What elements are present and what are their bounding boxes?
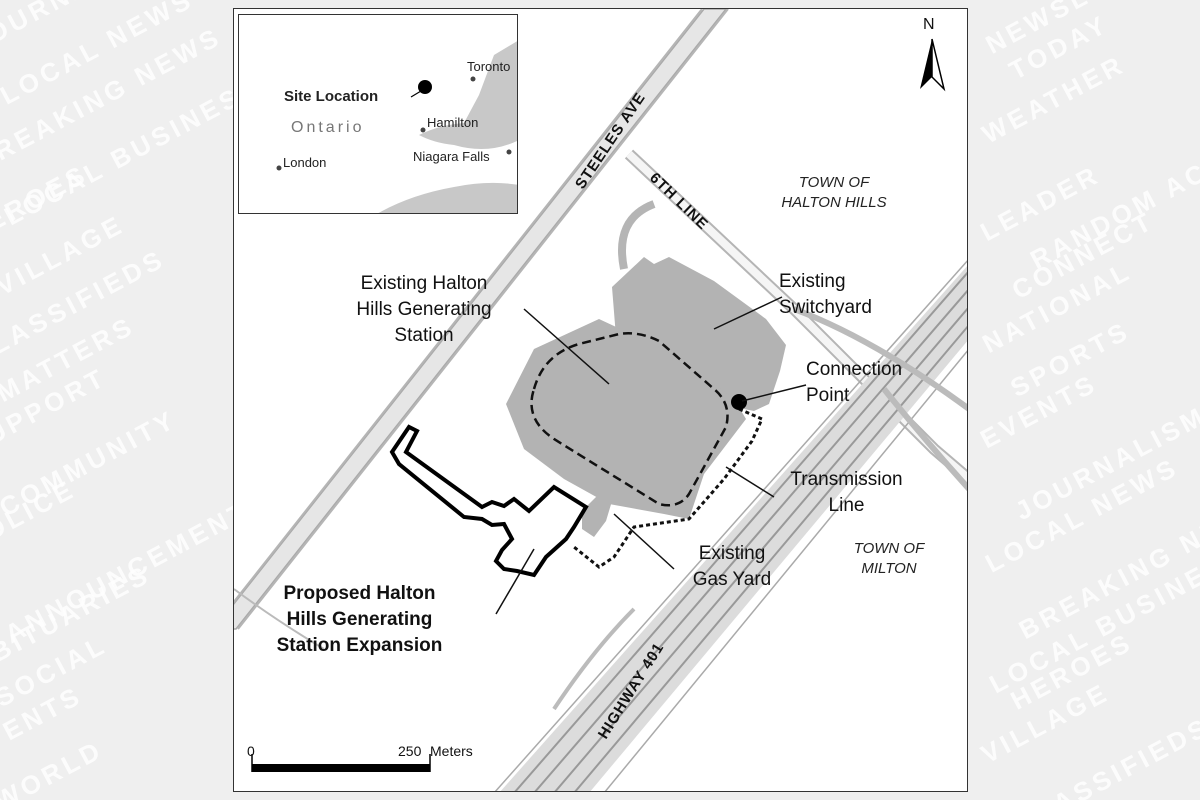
site-location-leader (410, 90, 422, 98)
proposed-line-2: Hills Generating (286, 609, 433, 630)
ramp-3 (552, 607, 636, 711)
niagara-dot (506, 149, 512, 155)
hamilton-label: Hamilton (427, 115, 479, 130)
scale-zero-label: 0 (247, 743, 255, 759)
proposed-expansion-boundary (389, 424, 589, 578)
london-label: London (283, 155, 327, 170)
north-arrow-right (931, 38, 946, 92)
halton-hills-line-1: TOWN OF (798, 174, 870, 191)
transmission-line-1: Transmission (790, 469, 903, 490)
leader-proposed (495, 548, 535, 615)
highway-401 (500, 266, 967, 791)
proposed-line-3: Station Expansion (276, 635, 443, 656)
inset-locator-map: Site Location Ontario Toronto Hamilton L… (238, 14, 518, 214)
existing-generating-station (506, 319, 746, 519)
ontario-label: Ontario (291, 119, 365, 136)
existing-station-line-3: Station (394, 325, 454, 346)
existing-station-boundary (530, 332, 729, 507)
london-dot (276, 165, 282, 171)
transmission-line-2: Line (828, 495, 865, 516)
sixth-line-road-inner (626, 151, 967, 483)
hamilton-dot (420, 127, 426, 133)
leader-gas-yard (613, 513, 675, 570)
existing-gas-yard (582, 491, 612, 537)
hwy-edge-1 (494, 260, 967, 791)
milton-line-1: TOWN OF (853, 540, 925, 557)
milton-line-2: MILTON (861, 560, 917, 577)
scale-bar (252, 764, 430, 772)
leader-existing-station (523, 308, 610, 385)
existing-station-line-2: Hills Generating (356, 299, 492, 320)
toronto-dot (470, 76, 476, 82)
switchyard-line-2: Switchyard (779, 297, 872, 318)
connection-point-marker (731, 394, 747, 410)
steeles-ave-road (234, 9, 727, 630)
switchyard-label: Existing Switchyard (779, 269, 919, 321)
map-drawing (234, 9, 967, 791)
hwy-lane-3 (554, 307, 967, 791)
scale-end-label: 250 (398, 743, 422, 759)
niagara-falls-label: Niagara Falls (413, 149, 490, 164)
gas-yard-line-1: Existing (698, 543, 766, 564)
leader-connection (741, 384, 807, 402)
hwy-lane-2 (534, 289, 967, 791)
toronto-label: Toronto (467, 59, 511, 74)
steeles-edge-right (237, 9, 729, 630)
minor-road (234, 588, 325, 650)
site-location-label: Site Location (284, 88, 379, 105)
gas-yard-label: Existing Gas Yard (672, 541, 792, 593)
inset-drawing (276, 41, 517, 213)
gas-yard-line-2: Gas Yard (692, 569, 772, 590)
ramp-1 (792, 306, 967, 412)
halton-hills-line-2: HALTON HILLS (781, 194, 887, 211)
connection-line-2: Point (806, 385, 850, 406)
lake-erie (378, 182, 517, 213)
milton-area-label: TOWN OF MILTON (824, 539, 954, 579)
ramp-2 (881, 387, 967, 492)
proposed-expansion-label: Proposed Halton Hills Generating Station… (252, 581, 467, 659)
site-location-marker (418, 80, 432, 94)
transmission-line (573, 407, 764, 569)
steeles-edge-left (234, 9, 703, 604)
transmission-line-label: Transmission Line (764, 467, 929, 519)
connection-line-1: Connection (806, 359, 903, 380)
existing-station-line-1: Existing Halton (360, 273, 488, 294)
connection-point-label: Connection Point (806, 357, 946, 409)
switchyard-line-1: Existing (779, 271, 846, 292)
leader-transmission (725, 466, 775, 498)
existing-station-label: Existing Halton Hills Generating Station (324, 271, 524, 349)
leader-switchyard (713, 296, 783, 330)
access-road (618, 200, 656, 270)
halton-hills-area-label: TOWN OF HALTON HILLS (764, 173, 904, 213)
scale-unit-label: Meters (430, 743, 473, 759)
existing-switchyard (612, 257, 786, 411)
lake-ontario (419, 41, 517, 149)
site-map: Site Location Ontario Toronto Hamilton L… (233, 8, 968, 792)
north-label: N (923, 16, 935, 33)
hwy-lane-4 (574, 325, 967, 791)
north-arrow-left (920, 39, 932, 89)
proposed-line-1: Proposed Halton (283, 583, 436, 604)
